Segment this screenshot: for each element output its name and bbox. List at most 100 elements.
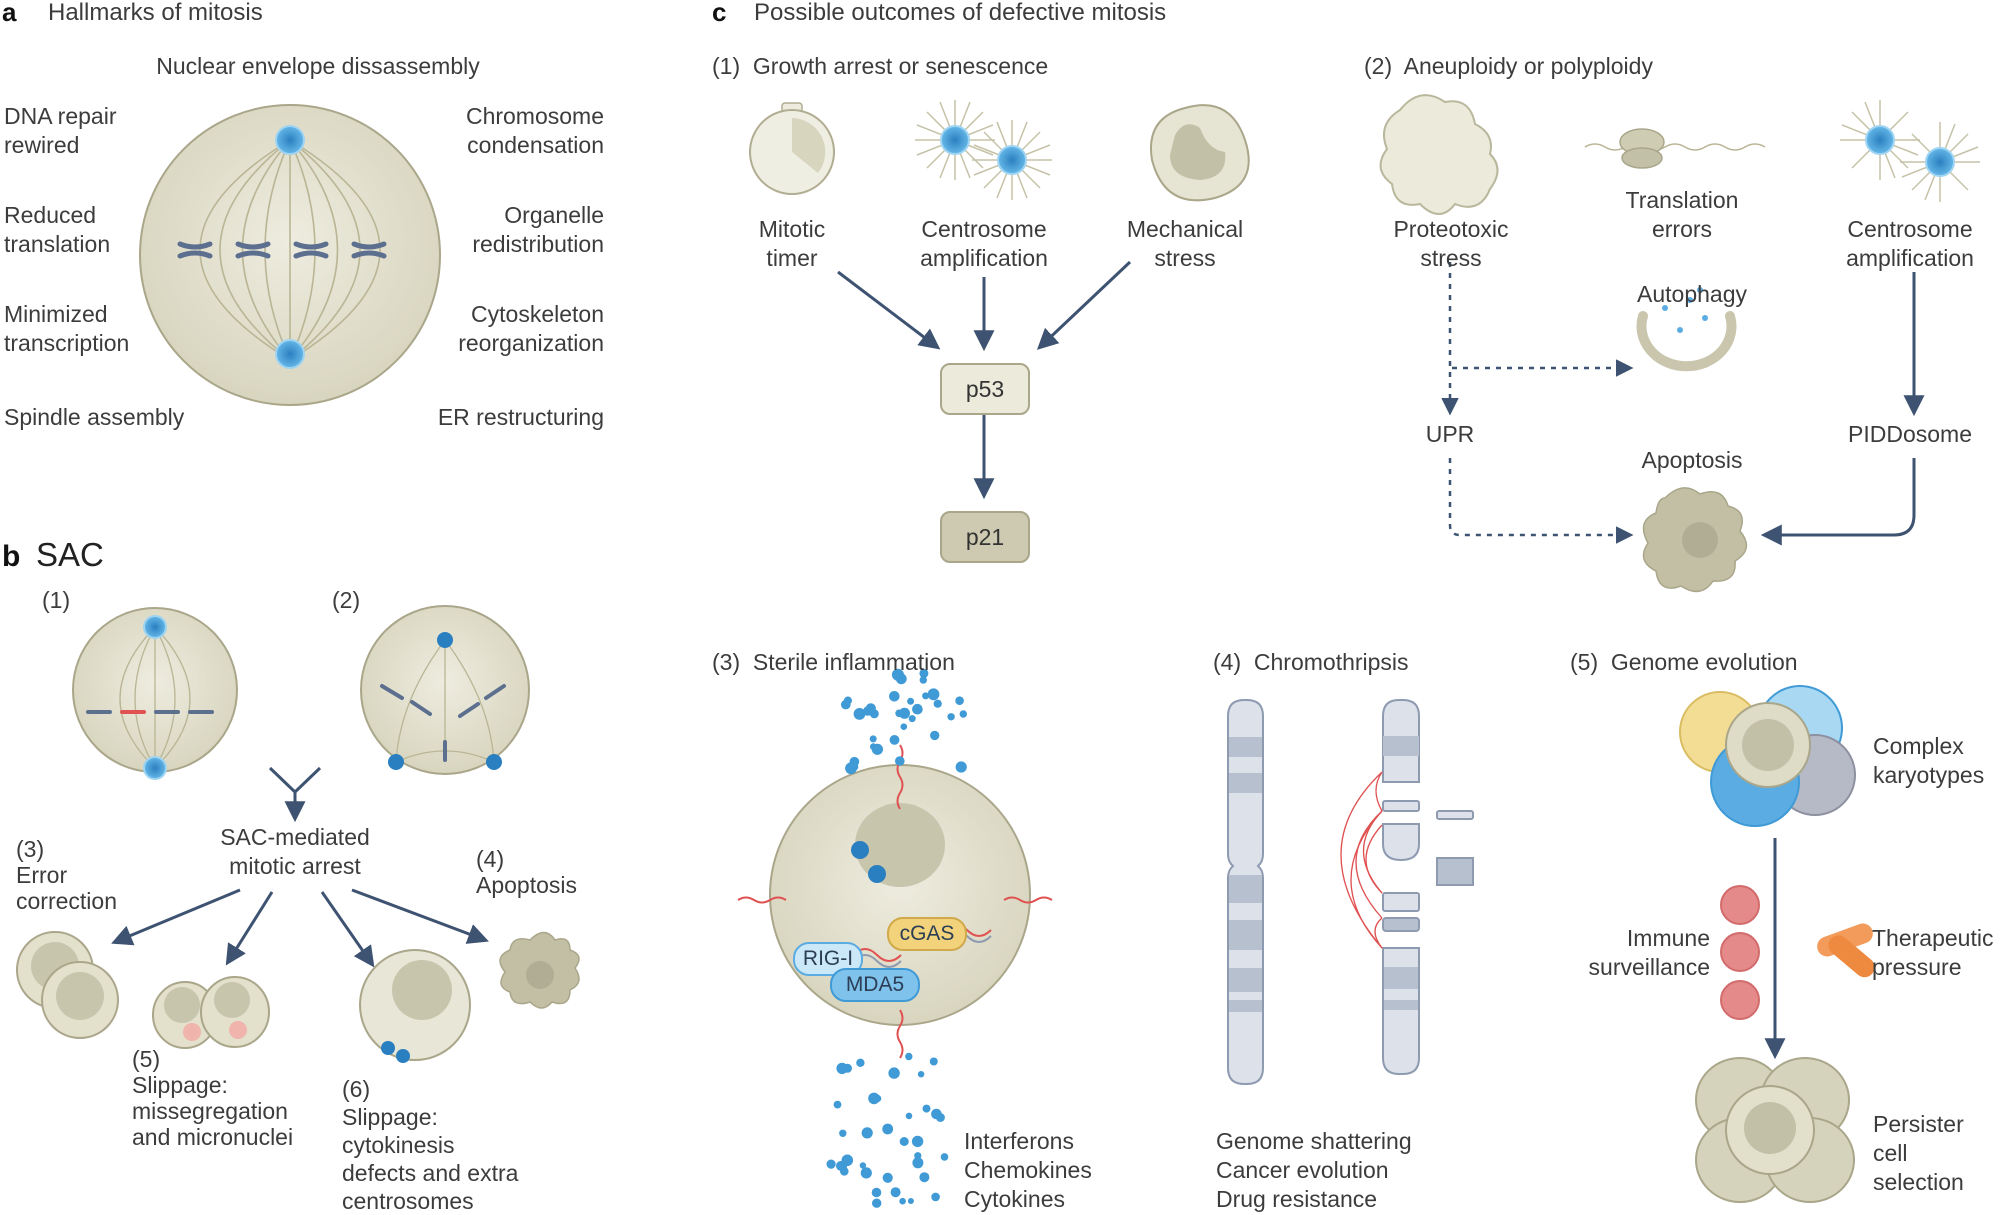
cytokine-dot [895, 673, 907, 685]
label-therapeutic-pressure: Therapeutic pressure [1872, 925, 1994, 980]
panel-c-letter: c [712, 0, 727, 27]
sac-outcome-arrows [111, 888, 489, 968]
cytokine-dot [933, 699, 942, 708]
label-upr: UPR [1425, 421, 1475, 447]
cytokine-dot [890, 1187, 901, 1198]
label-centrosome-amplification: Centrosome amplification [920, 216, 1048, 271]
cytokine-dots-bottom [826, 1052, 949, 1208]
cytokine-dot [882, 1172, 893, 1183]
label-apoptosis-c: Apoptosis [1641, 447, 1743, 473]
cytokine-dot [919, 676, 927, 684]
label-inflammation-outputs: Interferons Chemokines Cytokines [964, 1128, 1092, 1212]
shattered-chromosome [1382, 699, 1474, 1075]
immune-cells-icon [1720, 885, 1760, 1020]
sub1-title: (1) Growth arrest or senescence [712, 53, 1049, 79]
cytokine-dot [935, 1113, 945, 1122]
label-slippage-missegregation: (5) Slippage: missegregation and micronu… [132, 1046, 294, 1150]
stopwatch-icon [749, 102, 835, 195]
rearrangement-arcs [1340, 771, 1383, 949]
growth-arrest-arrows [837, 260, 1132, 500]
cytokine-dot [865, 703, 876, 714]
cytokine-dot [914, 1152, 922, 1160]
cytokine-dot [895, 709, 903, 718]
cytokine-dot [930, 730, 940, 741]
converge-arrow [268, 766, 322, 823]
label-complex-karyotypes: Complex karyotypes [1873, 733, 1985, 788]
cytokine-dot [840, 1167, 849, 1176]
label-chromosome-condensation: Chromosome condensation [465, 103, 604, 158]
cytokine-dot [917, 1071, 925, 1078]
cytokine-dot [839, 1129, 847, 1138]
cytokine-dot [907, 1198, 914, 1204]
cytokine-dot [872, 1198, 882, 1208]
centrosome-amplification-icon [915, 100, 1052, 200]
sub4-title: (4) Chromothripsis [1213, 649, 1409, 675]
label-chromothripsis-outputs: Genome shattering Cancer evolution Drug … [1216, 1128, 1412, 1212]
sac-cell-2 [360, 605, 530, 775]
label-cell-1: (1) [42, 587, 71, 613]
label-autophagy: Autophagy [1637, 281, 1747, 307]
cytokine-dot [899, 1197, 906, 1205]
cytokine-dot [947, 713, 955, 721]
cytokine-dot [861, 1127, 873, 1139]
label-dna-repair: DNA repair rewired [4, 103, 117, 158]
cytokine-dot [919, 1172, 930, 1183]
label-cytoskeleton-reorganization: Cytoskeleton reorganization [458, 301, 604, 356]
label-centrosome-amplification-2: Centrosome amplification [1846, 216, 1974, 271]
cytokine-dot [895, 756, 905, 766]
cytokine-dot [833, 1100, 842, 1109]
panel-a-title: Hallmarks of mitosis [48, 0, 263, 26]
cytokine-dot [912, 1157, 924, 1169]
cytokine-dot [911, 1135, 924, 1148]
sub5-title: (5) Genome evolution [1570, 649, 1798, 675]
cytokine-dot [955, 761, 967, 773]
panel-b-letter: b [2, 540, 21, 573]
piddosome-arrows [1760, 272, 1925, 546]
panel-b-title: SAC [36, 536, 104, 573]
p53-node: p53 [940, 363, 1030, 415]
cytokine-dot [868, 1092, 880, 1105]
label-sac-arrest: SAC-mediated mitotic arrest [220, 824, 370, 879]
normal-chromosome [1227, 699, 1264, 1085]
cytokine-dot [871, 1187, 882, 1198]
label-nuclear-envelope: Nuclear envelope dissassembly [156, 53, 480, 79]
mitotic-cell-a [139, 104, 441, 406]
apoptotic-cell-c [1642, 487, 1748, 593]
persister-cells [1695, 1057, 1855, 1203]
mda5-label: MDA5 [830, 968, 920, 1002]
cytokine-dot [940, 1153, 949, 1161]
label-proteotoxic-stress: Proteotoxic stress [1393, 216, 1509, 271]
cytokine-dot [905, 1112, 913, 1120]
cytokine-dot [841, 699, 851, 710]
cytokine-dot [826, 1159, 836, 1169]
inflamed-cell [737, 744, 1053, 1059]
cytokine-dot [889, 735, 900, 745]
cytokine-dot [882, 1123, 894, 1135]
cytokine-dot [959, 710, 967, 718]
cytokine-dot [888, 1067, 900, 1079]
cytokine-dot [869, 735, 877, 743]
drug-pill-icon [1817, 923, 1875, 978]
cytokine-dot [860, 1167, 872, 1179]
panel-a-letter: a [2, 0, 17, 27]
complex-karyotype-cells [1679, 685, 1856, 827]
cytokine-dot [899, 707, 910, 719]
apoptotic-cell-b [499, 931, 580, 1009]
cytokine-dot [922, 1104, 931, 1113]
cytokine-dot [856, 1058, 865, 1068]
sub2-title: (2) Aneuploidy or polyploidy [1364, 53, 1653, 79]
cytokine-dot [931, 1192, 940, 1202]
label-cell-2: (2) [332, 587, 361, 613]
cytokine-dot [889, 691, 900, 702]
cytokine-dot [843, 1159, 850, 1166]
cytokine-dot [929, 1057, 938, 1066]
cytokine-dots-top [841, 668, 967, 775]
autophagosome-icon [1636, 287, 1737, 372]
ribosome-mrna-icon [1584, 128, 1766, 169]
label-apoptosis-b: (4) Apoptosis [476, 846, 578, 898]
panel-c-title: Possible outcomes of defective mitosis [754, 0, 1167, 26]
cytokine-dot [836, 1062, 848, 1075]
centrosome-icon [275, 339, 305, 369]
cytokine-dot [927, 688, 940, 701]
